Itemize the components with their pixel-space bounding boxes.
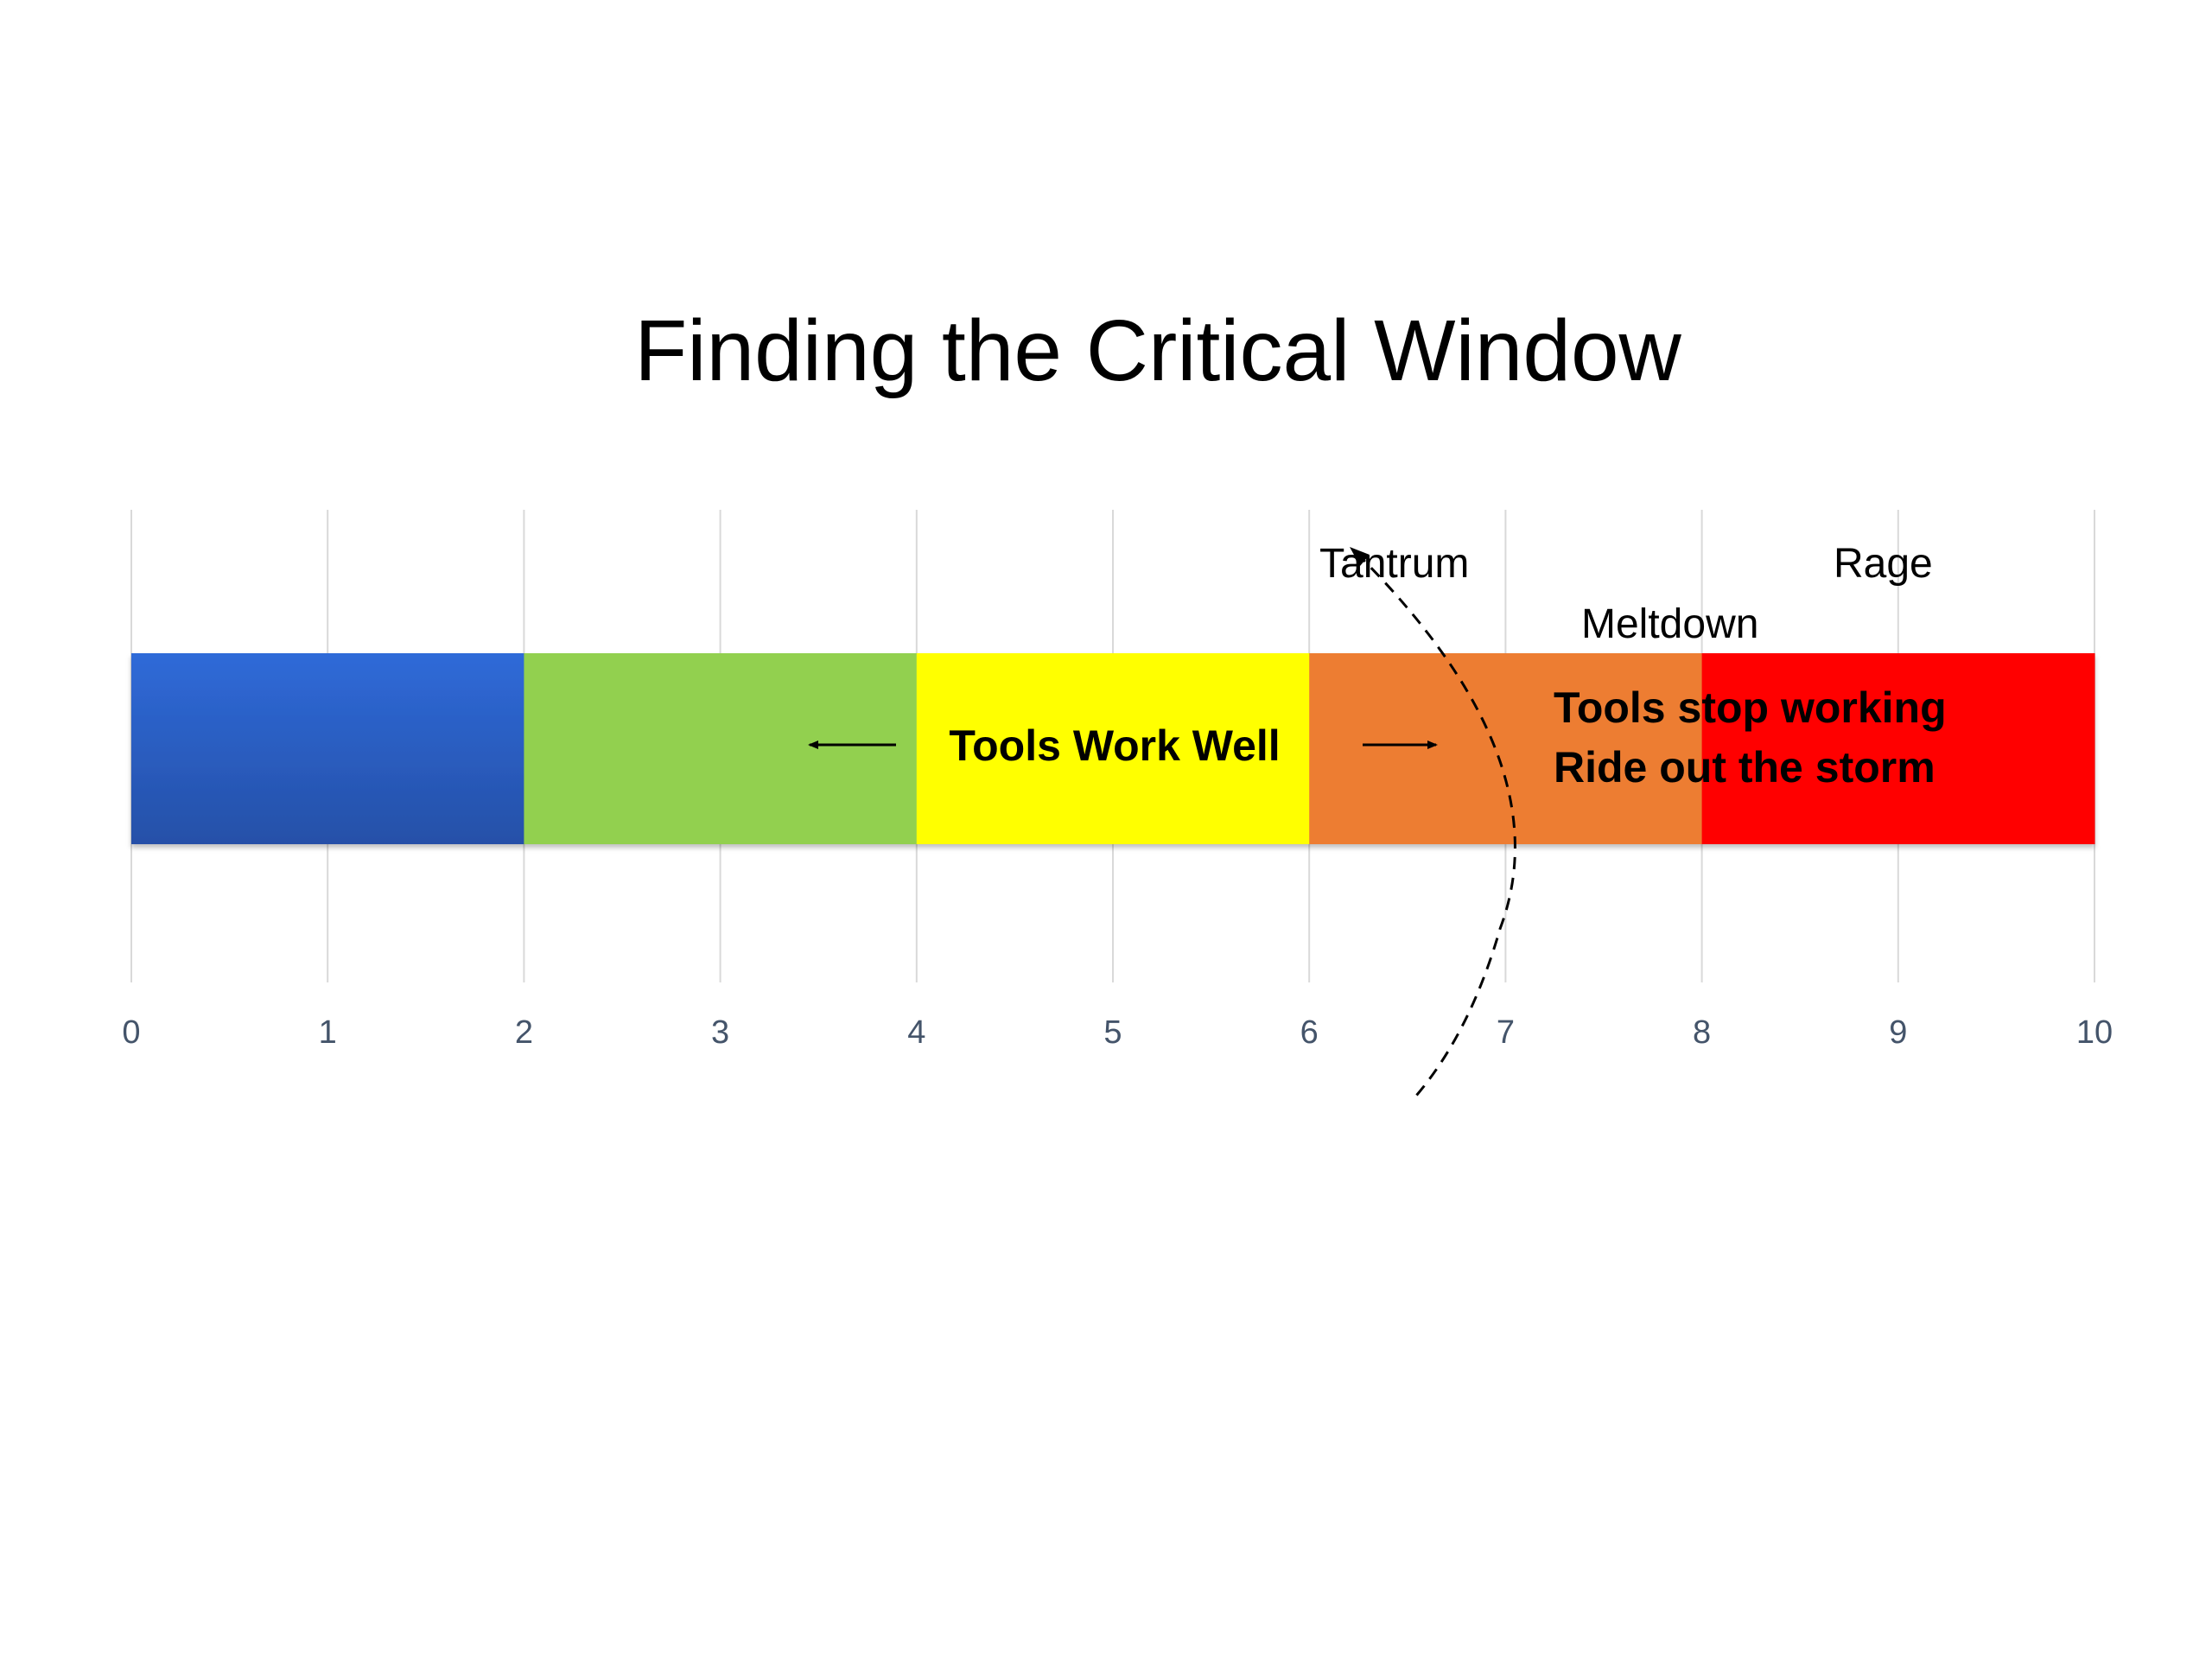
tantrum-label: Tantrum bbox=[1319, 541, 1469, 587]
bar-segments bbox=[131, 653, 2095, 844]
bar-segment-6-8 bbox=[1309, 653, 1703, 844]
meltdown-label: Meltdown bbox=[1581, 601, 1758, 647]
x-tick-label: 9 bbox=[1889, 1014, 1907, 1051]
x-tick-label: 2 bbox=[515, 1014, 533, 1051]
x-tick-label: 0 bbox=[122, 1014, 140, 1051]
x-tick-label: 3 bbox=[711, 1014, 729, 1051]
chart-title: Finding the Critical Window bbox=[634, 302, 1681, 399]
bar-segment-2-4 bbox=[524, 653, 918, 844]
ride-out-storm-label: Ride out the storm bbox=[1554, 743, 1936, 791]
x-tick-label: 1 bbox=[319, 1014, 337, 1051]
x-tick-label: 5 bbox=[1103, 1014, 1122, 1051]
x-axis-ticks: 0 1 2 3 4 5 6 7 8 9 10 bbox=[122, 1014, 2113, 1051]
tools-stop-working-label: Tools stop working bbox=[1554, 683, 1947, 732]
rage-label: Rage bbox=[1834, 541, 1933, 587]
bar-segment-4-6 bbox=[916, 653, 1310, 844]
tools-work-well-label: Tools Work Well bbox=[949, 721, 1280, 770]
arc-arrowhead bbox=[1350, 547, 1370, 566]
x-tick-label: 8 bbox=[1693, 1014, 1711, 1051]
x-tick-label: 7 bbox=[1497, 1014, 1515, 1051]
bar-segment-0-2 bbox=[131, 653, 524, 844]
x-tick-label: 10 bbox=[2076, 1014, 2113, 1051]
x-tick-label: 4 bbox=[907, 1014, 925, 1051]
bar-segment-8-10 bbox=[1701, 653, 2095, 844]
x-tick-label: 6 bbox=[1300, 1014, 1319, 1051]
